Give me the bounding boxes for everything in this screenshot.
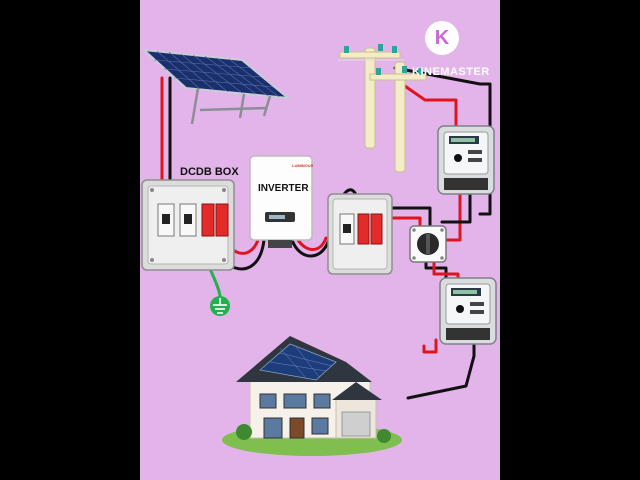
diagram-canvas — [141, 44, 497, 456]
watermark-text: KINEMASTER — [412, 66, 490, 78]
wire-solar-negative — [168, 76, 178, 184]
energy-meter-icon — [437, 125, 495, 195]
wire-grid-meter-black — [393, 66, 492, 216]
changeover-switch-icon — [409, 225, 447, 263]
wiring-diagram: DCDB BOX INVERTER LUMINOUS K KINEMASTER — [140, 0, 500, 480]
wire-grid-meter-red — [400, 82, 458, 132]
earth-ground-icon — [210, 296, 230, 316]
house-icon — [222, 336, 402, 456]
utility-pole-icon — [338, 44, 427, 173]
dcdb-box — [141, 179, 235, 271]
wire-acbox-switch-black — [374, 206, 432, 228]
dcdb-box-label: DCDB BOX — [180, 166, 239, 178]
wire-inverter-ac-red — [296, 236, 328, 251]
wire-meter2-house-black — [406, 338, 476, 400]
solar-panel-icon — [141, 48, 292, 125]
inverter-label: INVERTER — [258, 183, 309, 194]
wire-meter-switch-black — [440, 190, 472, 224]
ac-box — [327, 193, 393, 275]
wire-switch-meter2-black — [424, 260, 448, 282]
wire-meter2-out-red — [422, 338, 438, 354]
kinemaster-logo-icon: K — [425, 21, 459, 55]
inverter-brand: LUMINOUS — [292, 163, 314, 168]
energy-meter-2 — [439, 277, 497, 345]
inverter — [249, 155, 313, 248]
